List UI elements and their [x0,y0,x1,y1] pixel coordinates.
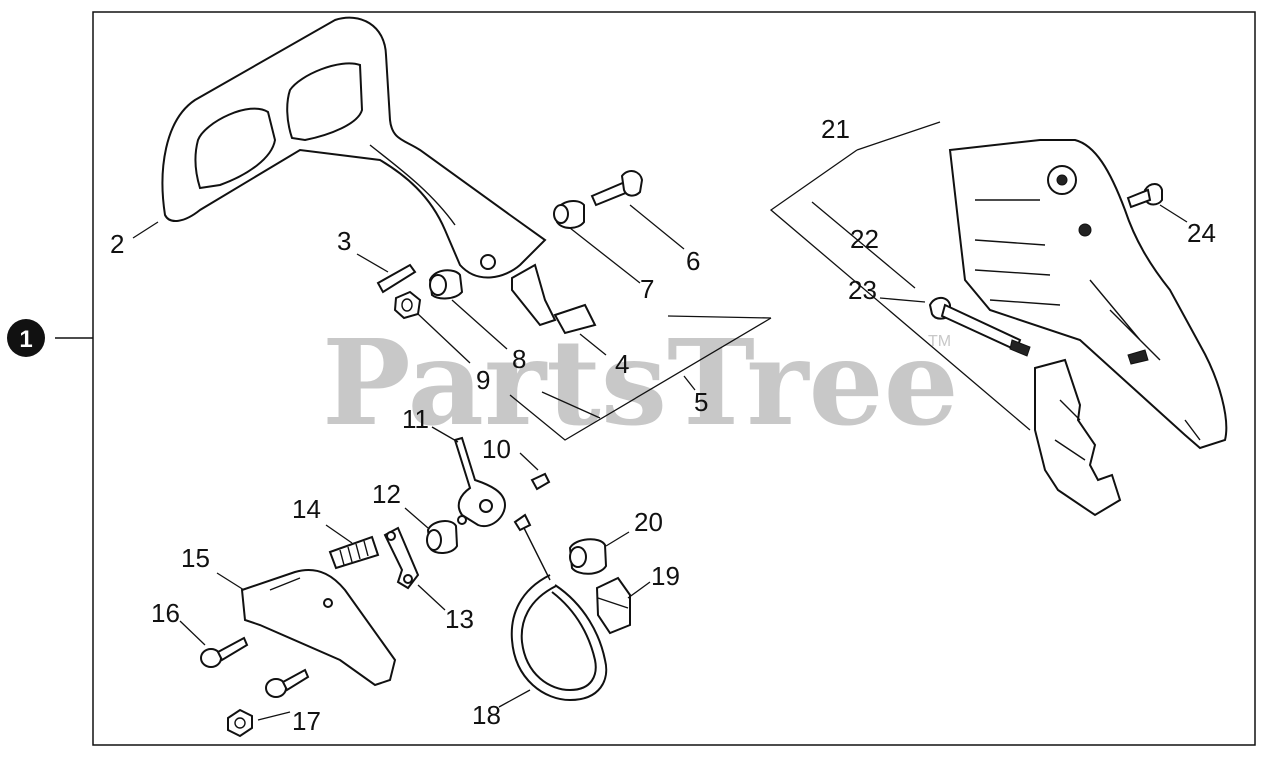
part-10-pin[interactable] [530,472,551,491]
callout-7[interactable]: 7 [640,274,654,304]
callout-14[interactable]: 14 [292,494,321,524]
part-16-screw[interactable] [200,636,249,668]
callout-13[interactable]: 13 [445,604,474,634]
diagram-frame [92,11,1256,746]
part-23-chain-tensioner-bolt[interactable] [928,296,1031,357]
callout-24[interactable]: 24 [1187,218,1216,248]
callout-10[interactable]: 10 [482,434,511,464]
callout-12[interactable]: 12 [372,479,401,509]
callout-4[interactable]: 4 [615,349,629,379]
part-14-spring[interactable] [328,535,380,570]
part-22-guide-plate[interactable] [1034,358,1122,517]
callout-11[interactable]: 11 [402,404,429,434]
part-2-hand-guard[interactable] [161,16,597,335]
callout-23[interactable]: 23 [848,275,877,305]
callout-2[interactable]: 2 [110,229,124,259]
watermark-text: PartsTree [322,313,959,452]
part-3-pin[interactable] [376,263,417,294]
callout-16[interactable]: 16 [151,598,180,628]
part-17-nut[interactable] [227,708,253,738]
part-17-screw[interactable] [265,668,310,698]
part-18-brake-band[interactable] [510,513,608,702]
callout-3[interactable]: 3 [337,226,351,256]
callout-9[interactable]: 9 [476,365,490,395]
callout-21[interactable]: 21 [821,114,850,144]
callout-20[interactable]: 20 [634,507,663,537]
part-15-brake-lever[interactable] [240,569,397,687]
assembly-number: 1 [19,326,32,353]
part-24-screw[interactable] [1126,183,1163,209]
callout-19[interactable]: 19 [651,561,680,591]
leader-lines [132,121,1188,721]
assembly-badge[interactable]: 1 [7,319,45,357]
part-20-bushing[interactable] [568,538,608,575]
callout-15[interactable]: 15 [181,543,210,573]
callout-5[interactable]: 5 [694,387,708,417]
callout-8[interactable]: 8 [512,344,526,374]
part-19-block[interactable] [595,576,631,635]
part-8-bushing[interactable] [428,269,464,300]
part-11-lever[interactable] [453,436,507,528]
callout-6[interactable]: 6 [686,246,700,276]
part-7-collar[interactable] [553,199,585,229]
callout-labels: 2 3 4 5 6 7 8 9 10 11 12 13 14 15 16 17 … [110,114,1216,736]
part-12-collar[interactable] [426,520,459,554]
part-9-nut[interactable] [393,290,422,320]
watermark-trademark: TM [928,333,951,350]
part-21-clutch-cover[interactable] [948,139,1228,450]
callout-22[interactable]: 22 [850,224,879,254]
callout-17[interactable]: 17 [292,706,321,736]
part-13-link[interactable] [383,526,420,590]
callout-18[interactable]: 18 [472,700,501,730]
part-6-bolt[interactable] [590,170,644,207]
